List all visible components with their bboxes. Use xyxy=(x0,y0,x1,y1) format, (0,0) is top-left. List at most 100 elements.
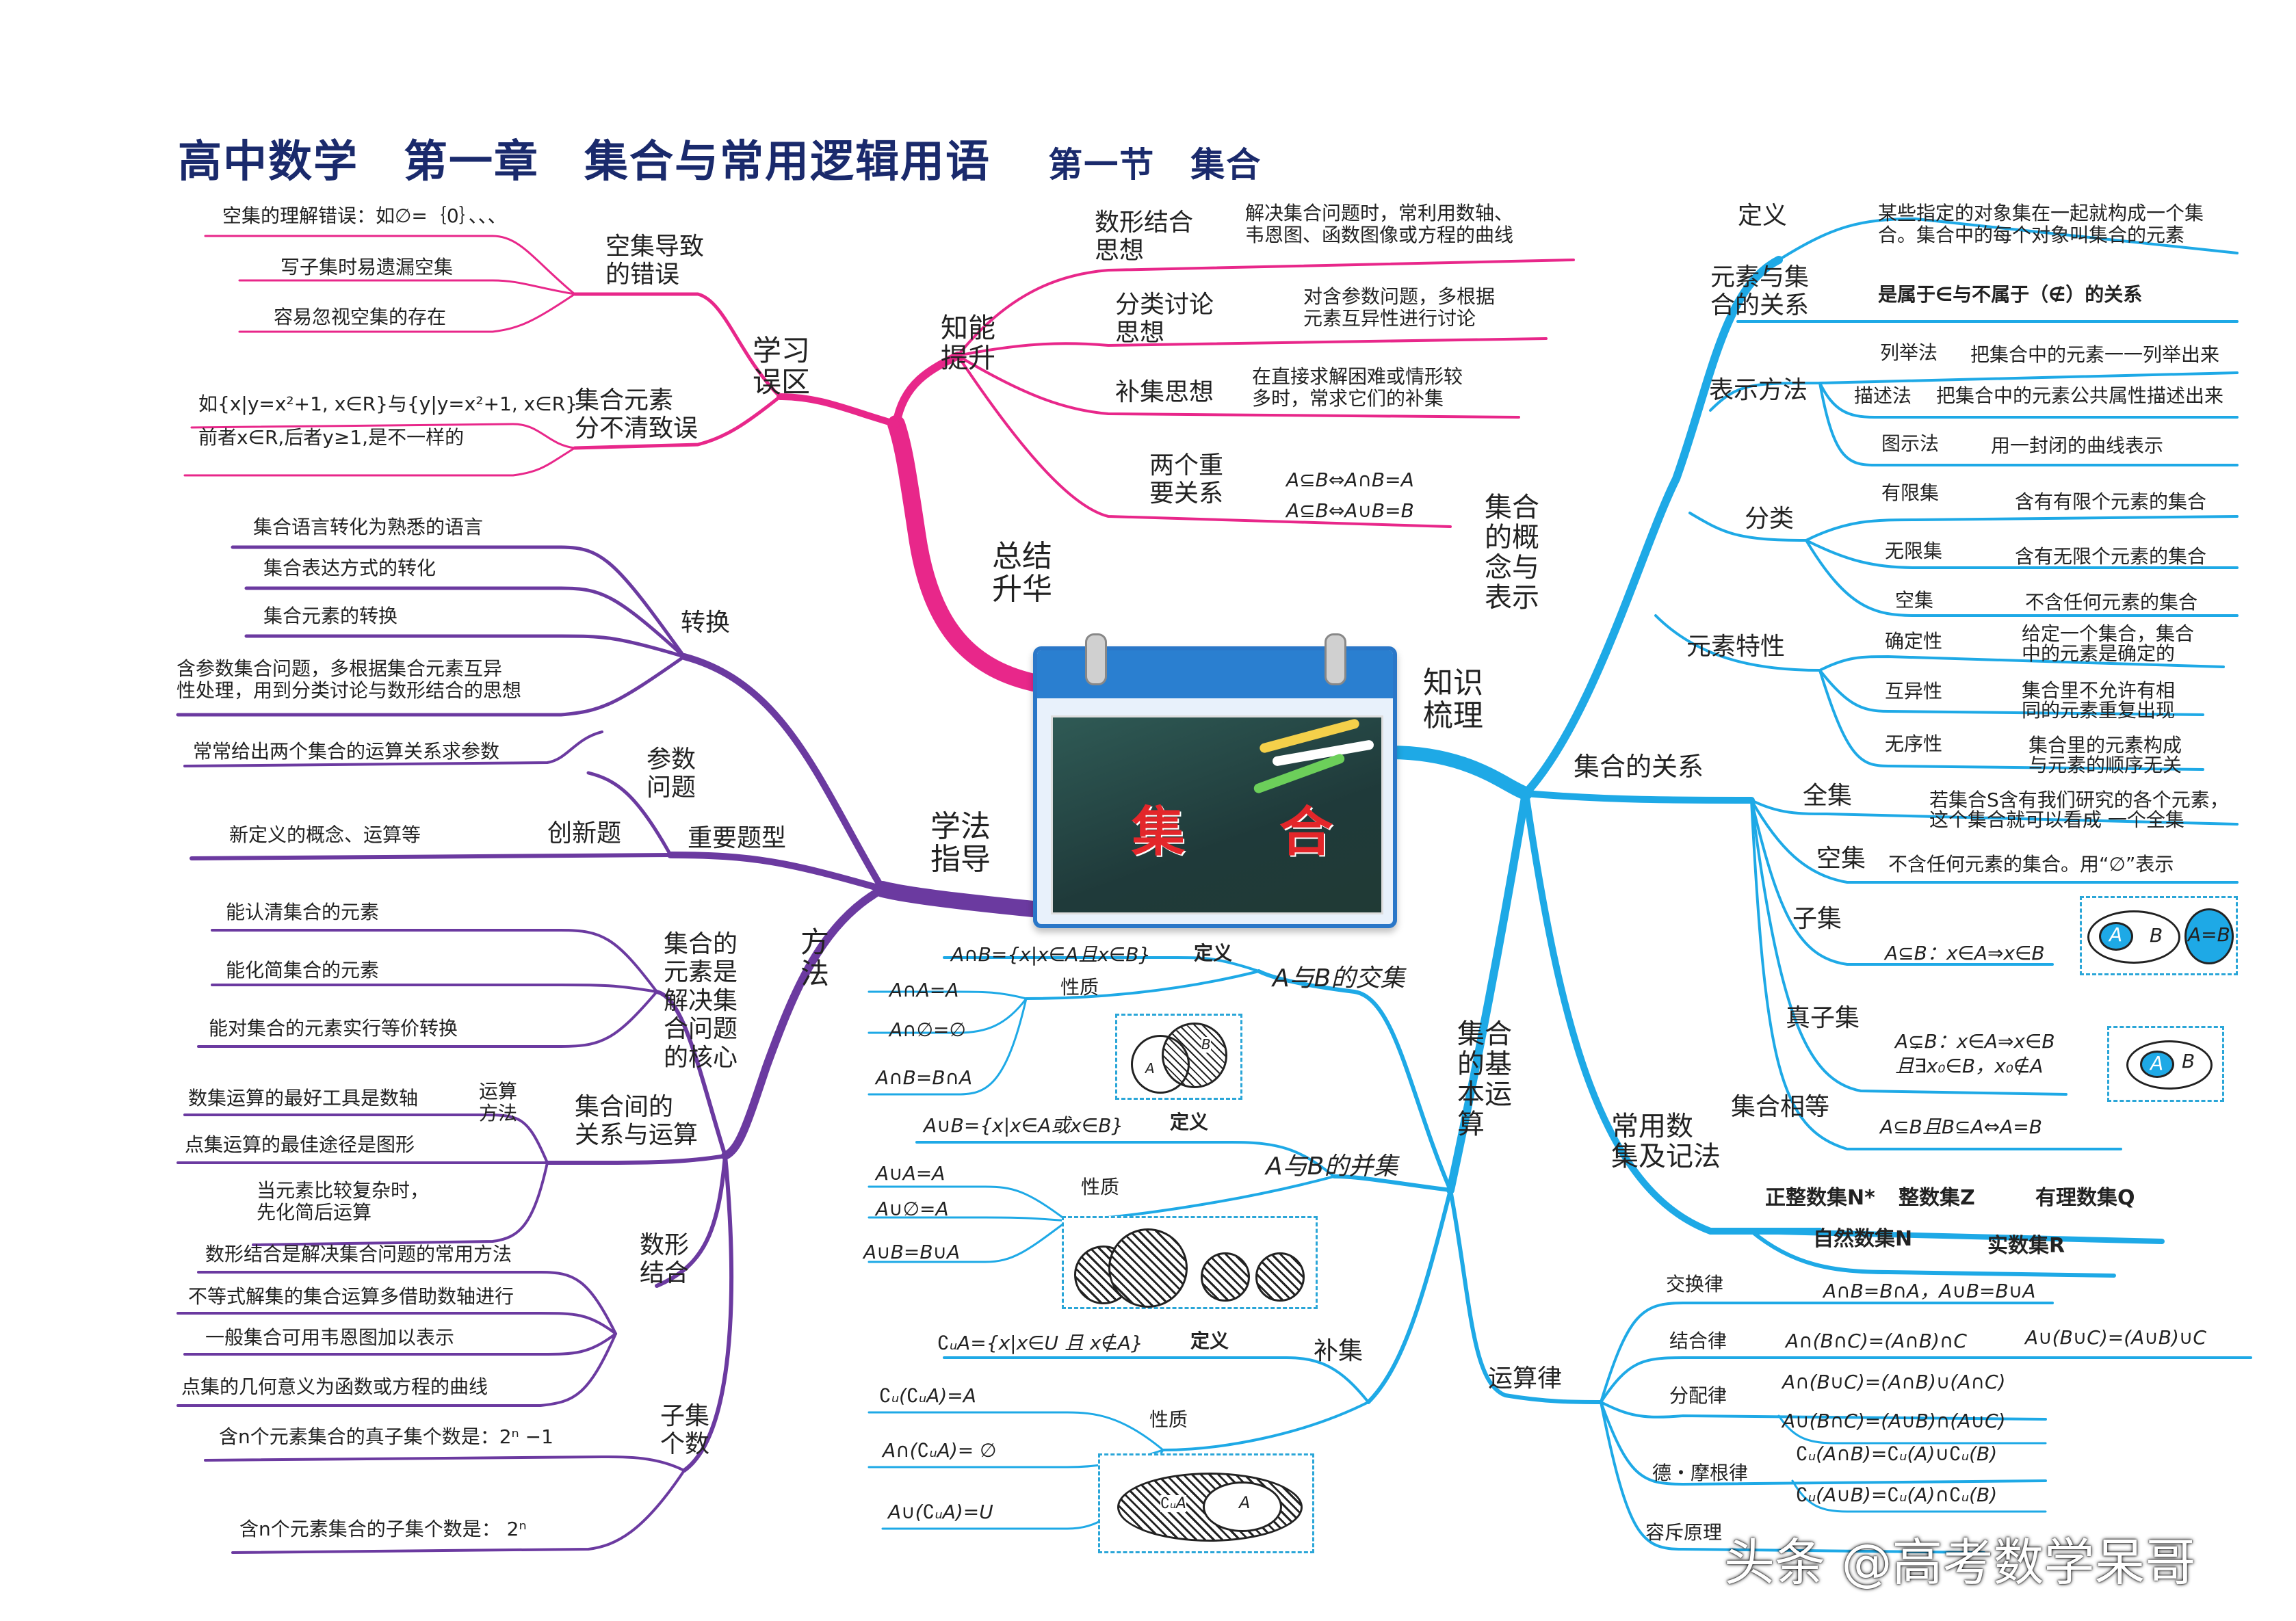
branch-zhineng xyxy=(892,352,962,428)
guanxi-fuza: 当元素比较复杂时， 先化简后运算 xyxy=(257,1179,430,1224)
bu-prop-label: 性质 xyxy=(1149,1408,1188,1431)
yunsuan-item-1: 数集运算的最好工具是数轴 xyxy=(188,1087,419,1109)
branch-relation xyxy=(1522,790,1755,804)
chalkboard-image: 集 合 xyxy=(1051,715,1383,914)
bing-prop-1: A∪A=A xyxy=(876,1162,945,1185)
branch-zhineng-1 xyxy=(956,259,1575,357)
fenlei-2-name: 无限集 xyxy=(1885,540,1943,562)
center-label: 集 合 xyxy=(1132,802,1354,863)
bing-def: A∪B={x|x∈A或x∈B} xyxy=(924,1114,1124,1137)
relation-4-desc: A⊊B：x∈A⇒x∈B 且∃x₀∈B，x₀∉A xyxy=(1895,1030,2055,1078)
kongji-item-2: 写子集时易遗漏空集 xyxy=(281,256,454,278)
biaoshi-1-name: 列举法 xyxy=(1880,341,1938,364)
shuji-3: 有理数集Q xyxy=(2035,1186,2135,1210)
jiao-def-label: 定义 xyxy=(1194,942,1233,964)
node-texing: 元素特性 xyxy=(1686,633,1786,661)
zhuanhuan-item-3: 集合元素的转换 xyxy=(263,605,398,627)
lv-2-name: 结合律 xyxy=(1669,1330,1727,1352)
zhineng-item-1-name: 数形结合 思想 xyxy=(1095,209,1194,265)
shuxing-item-3: 一般集合可用韦恩图加以表示 xyxy=(205,1326,455,1349)
relation-3-name: 子集 xyxy=(1792,905,1842,933)
node-kongji: 空集导致 的错误 xyxy=(605,233,705,289)
venn-int-b: B xyxy=(1162,1023,1227,1088)
zhineng-item-3-name: 补集思想 xyxy=(1115,378,1214,406)
bing-prop-label: 性质 xyxy=(1081,1176,1120,1198)
branch-zongjie-trunk xyxy=(887,415,1049,693)
venn-proper-a: A xyxy=(2140,1051,2174,1078)
node-fangfa: 方 法 xyxy=(800,925,830,991)
relation-2-desc: 不含任何元素的集合。用“∅”表示 xyxy=(1888,853,2174,875)
shuxing-item-1: 数形结合是解决集合问题的常用方法 xyxy=(205,1243,512,1265)
jiao-prop-2: A∩∅=∅ xyxy=(889,1018,966,1041)
bu-prop-3: A∪(∁ᵤA)=U xyxy=(888,1501,993,1523)
fenlei-2-desc: 含有无限个元素的集合 xyxy=(2015,545,2207,568)
texing-2-desc: 集合里不允许有相 同的元素重复出现 xyxy=(2022,679,2176,722)
title-section: 第一节 集合 xyxy=(1048,145,1262,185)
lv-4-desc-2: ∁ᵤ(A∪B)=∁ᵤ(A)∩∁ᵤ(B) xyxy=(1796,1484,1998,1506)
venn-union-2 xyxy=(1108,1228,1188,1308)
relation-1-desc: 若集合S含有我们研究的各个元素， 这个集合就可以看成 一个全集 xyxy=(1929,789,2229,832)
center-card: 集 合 xyxy=(1033,633,1397,928)
node-zongjie: 总结 升华 xyxy=(992,539,1052,607)
node-guanxi: 集合间的 关系与运算 xyxy=(575,1093,699,1150)
branch-zhineng-4 xyxy=(956,354,1452,528)
yuansuguanxi-desc: 是属于∈与不属于（∉）的关系 xyxy=(1878,283,2143,306)
node-xuefa: 学法 指导 xyxy=(930,809,991,878)
relation-1-name: 全集 xyxy=(1803,782,1853,810)
node-yuansuguanxi: 元素与集 合的关系 xyxy=(1710,263,1810,320)
branch-yunsuan xyxy=(1446,789,1530,1194)
zhuanhuan-item-1: 集合语言转化为熟悉的语言 xyxy=(253,516,484,538)
node-fenlei: 分类 xyxy=(1745,505,1795,533)
node-bing: A与B的并集 xyxy=(1266,1152,1398,1181)
zhineng-item-4-desc: A⊆B⇔A∩B=A A⊆B⇔A∪B=B xyxy=(1286,469,1414,522)
jiao-prop-label: 性质 xyxy=(1060,976,1099,999)
dingyi-desc: 某些指定的对象集在一起就构成一个集 合。集合中的每个对象叫集合的元素 xyxy=(1878,202,2204,247)
bu-prop-1: ∁ᵤ(∁ᵤA)=A xyxy=(879,1384,976,1407)
kongji-item-1: 空集的理解错误：如∅=｛0｝、、、 xyxy=(222,205,507,227)
page-title: 高中数学 第一章 集合与常用逻辑用语 第一节 集合 xyxy=(178,127,1262,189)
ziji-item-1: 含n个元素集合的真子集个数是：2ⁿ −1 xyxy=(219,1425,553,1448)
shuxing-item-2: 不等式解集的集合运算多借助数轴进行 xyxy=(188,1285,514,1308)
venn-subset-a: A xyxy=(2099,922,2133,951)
zhineng-item-2-name: 分类讨论 思想 xyxy=(1115,291,1214,347)
node-changyong: 常用数 集及记法 xyxy=(1611,1111,1721,1172)
node-ziji: 子集 个数 xyxy=(660,1402,710,1459)
bu-def-label: 定义 xyxy=(1190,1330,1229,1352)
relation-5-desc: A⊆B且B⊆A⇔A=B xyxy=(1880,1116,2042,1138)
node-gainian: 集合 的概 念与 表示 xyxy=(1485,492,1539,614)
relation-2-name: 空集 xyxy=(1816,845,1866,873)
node-lv: 运算律 xyxy=(1488,1365,1563,1393)
venn-proper-box: B A xyxy=(2107,1026,2224,1102)
shuji-5: 实数集R xyxy=(1987,1234,2065,1258)
ziji-item-2: 含n个元素集合的子集个数是： 2ⁿ xyxy=(239,1518,527,1540)
biaoshi-2-name: 描述法 xyxy=(1854,384,1912,407)
kongji-item-3: 容易忽视空集的存在 xyxy=(274,306,447,328)
title-main: 高中数学 第一章 集合与常用逻辑用语 xyxy=(178,137,991,187)
watermark: 头条 @高考数学呆哥 xyxy=(1724,1533,2196,1592)
jiao-prop-1: A∩A=A xyxy=(889,979,959,1001)
zhineng-item-3-desc: 在直接求解困难或情形较 多时，常求它们的补集 xyxy=(1252,365,1463,410)
node-xuexi: 学习 误区 xyxy=(753,334,811,399)
venn-subset-box: B A A=B xyxy=(2080,896,2238,975)
lv-3-desc-2: A∪(B∩C)=(A∪B)∩(A∪C) xyxy=(1782,1410,2006,1432)
lv-3-name: 分配律 xyxy=(1669,1384,1727,1407)
branch-zhineng-3 xyxy=(956,354,1520,419)
node-yunsuan: 集合 的基 本运 算 xyxy=(1457,1018,1512,1140)
shuji-1: 正整数集N* xyxy=(1765,1186,1875,1210)
bing-prop-3: A∪B=B∪A xyxy=(863,1241,961,1263)
node-zhongyao: 重要题型 xyxy=(688,824,787,852)
jiao-def: A∩B={x|x∈A且x∈B} xyxy=(951,943,1151,966)
biaoshi-3-name: 图示法 xyxy=(1881,432,1940,455)
branch-xuexi xyxy=(777,393,900,427)
yunsuan-item-2: 点集运算的最佳途径是图形 xyxy=(185,1133,415,1156)
bu-def: ∁ᵤA={x|x∈U 且 x∉A} xyxy=(937,1332,1143,1354)
bing-prop-2: A∪∅=A xyxy=(876,1198,949,1220)
venn-union-4 xyxy=(1255,1252,1305,1302)
jiao-prop-3: A∩B=B∩A xyxy=(876,1066,973,1089)
hexin-item-3: 能对集合的元素实行等价转换 xyxy=(209,1017,458,1040)
texing-3-desc: 集合里的元素构成 与元素的顺序无关 xyxy=(2028,734,2182,777)
branch-xuexi-yuansu xyxy=(573,395,782,450)
branch-zhishi-trunk xyxy=(1382,746,1532,800)
fenlei-3-desc: 不含任何元素的集合 xyxy=(2025,591,2198,614)
